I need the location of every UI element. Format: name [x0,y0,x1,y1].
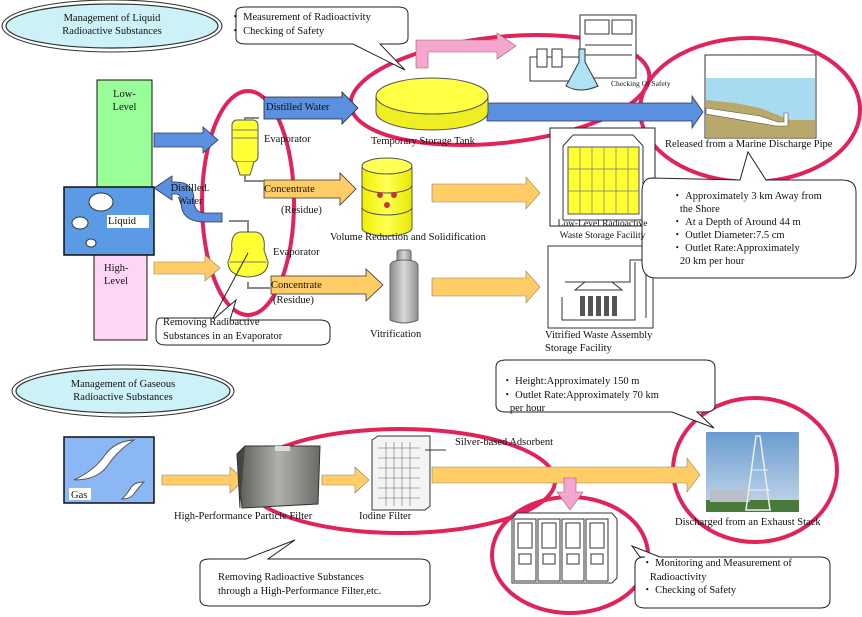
stack-callout-line3: per hour [502,403,546,414]
gas-box [63,436,155,504]
monitor-callout-line2: Radioactivity [642,571,707,583]
gaseous-title-line1: Management of Gaseous [70,379,176,390]
radioactive-drum-icon [361,157,413,237]
tank-callout-line1: ・ Measurement of Radioactivity [230,12,371,23]
concentrate-top-label: Concentrate [264,184,315,195]
evaporator-top-label: Evaporator [264,134,311,145]
marine-callout-line1: ・ Approximately 3 km Away from [672,191,822,202]
silver-adsorbent-label: Silver-based Adsorbent [455,437,554,448]
evaporator-callout: Removing Radioactive Substances in an Ev… [163,316,282,343]
low-level-line2: Level [112,102,137,113]
low-level-label: Low- Level [97,88,152,114]
orange-arrow-filter-to-iodine [321,466,370,494]
gas-label: Gas [71,490,88,501]
vitrified-facility-line1: Vitrified Waste Assembly [545,330,653,341]
liquid-label: Liquid [108,216,136,227]
callout-shapes [155,6,857,609]
marine-callout-line3: ・ At a Depth of Around 44 m [672,217,801,228]
volume-reduction-label: Volume Reduction and Solidification [330,232,486,243]
low-level-facility-line2: Waste Storage Facility [559,231,646,241]
exhaust-stack-label: Discharged from an Exhaust Stack [675,517,821,528]
low-level-facility-line1: Low-Level Radioactive [557,219,648,229]
particle-filter-label: High-Performance Particle Filter [174,511,313,522]
blue-arrow-to-marine-pipe [486,94,704,130]
vitrified-waste-facility-icon [547,245,654,329]
iodine-filter-icon [371,435,446,511]
orange-arrow-gas-to-filter [161,466,245,494]
marine-discharge-picture [704,54,817,139]
orange-arrow-to-vitrified-facility [431,270,541,304]
liquid-title-ellipse [1,0,223,53]
checking-of-safety-lab-icon [529,14,637,91]
vitrified-facility-line2: Storage Facility [545,343,612,354]
filter-callout: Removing Radioactive Substances through … [218,571,381,598]
pink-arrow-to-monitoring [556,477,584,511]
marine-callout-line6: 20 km per hour [672,256,745,267]
distilled-water-return-arrow [153,175,223,223]
evaporator-bottom-icon [227,220,270,289]
exhaust-stack-picture [706,432,799,512]
checking-of-safety-small-label: Checking Of Safety [611,79,671,88]
stack-callout-line1: ・ Height:Approximately 150 m [502,376,640,387]
pink-arrow-to-checking [415,32,517,69]
distilled-water-arrow-label: Distilled Water [266,102,330,113]
orange-arrow-high-to-evaporator [153,254,221,282]
gaseous-section-title: Management of Gaseous Radioactive Substa… [30,378,216,404]
filter-callout-line2: through a High-Performance Filter,etc. [218,585,382,597]
concentrate-arrow-top [263,172,357,206]
high-level-line2: Level [104,276,128,287]
monitor-callout-line3: ・ Checking of Safety [642,585,737,596]
liquid-title-line2: Radioactive Substances [62,26,162,37]
tank-callout-line2: ・ Checking of Safety [230,25,325,37]
distilled-return-line1: Distilled. [170,183,210,194]
marine-callout: ・ Approximately 3 km Away from the Shore… [672,190,822,268]
marine-callout-line5: ・ Outlet Rate:Approximately [672,243,800,254]
concentrate-bottom-label: Concentrate [271,280,322,291]
liquid-title-line1: Management of Liquid [63,13,161,24]
residue-top-label: (Residue) [281,205,322,216]
vitrification-label: Vitrification [370,329,422,340]
vitrification-canister-icon [389,249,419,324]
distilled-water-return-label: Distilled. Water [165,182,215,208]
tank-callout: ・ Measurement of Radioactivity ・ Checkin… [230,11,371,38]
stack-callout-line2: ・ Outlet Rate:Approximately 70 km [502,389,659,401]
low-level-line1: Low- [113,89,136,100]
liquid-section-title: Management of Liquid Radioactive Substan… [20,12,204,38]
temporary-storage-tank-icon [375,77,489,131]
monitoring-panels-icon [511,512,618,584]
temporary-storage-tank-label: Temporary Storage Tank [371,136,475,147]
monitor-callout-line1: ・ Monitoring and Measurement of [642,558,792,569]
low-level-facility-label: Low-Level Radioactive Waste Storage Faci… [540,218,665,242]
low-level-block [96,79,153,199]
evaporator-callout-line2: Substances in an Evaporator [163,330,283,342]
distilled-water-arrow [263,91,359,125]
marine-discharge-label: Released from a Marine Discharge Pipe [665,139,833,150]
particle-filter-icon [236,445,321,509]
stack-callout: ・ Height:Approximately 150 m ・ Outlet Ra… [502,375,659,416]
orange-arrow-to-low-level-facility [431,176,541,210]
iodine-filter-label: Iodine Filter [359,511,412,522]
marine-callout-line4: ・ Outlet Diameter:7.5 cm [672,230,785,241]
blue-arrow-low-to-evaporator [153,126,219,154]
high-level-label: High- Level [104,262,129,288]
residue-bottom-label: (Residue) [273,295,314,306]
monitor-callout: ・ Monitoring and Measurement of Radioact… [642,557,792,598]
evaporator-top-icon [231,117,264,182]
marine-callout-line2: the Shore [672,204,720,215]
low-level-storage-facility-icon [549,127,656,227]
gaseous-title-ellipse [11,364,235,418]
evaporator-bottom-label: Evaporator [273,247,320,258]
orange-arrow-to-exhaust-stack [431,457,701,493]
concentrate-arrow-bottom [270,268,384,302]
filter-callout-line1: Removing Radioactive Substances [218,572,364,583]
evaporator-callout-line1: Removing Radioactive [163,317,260,328]
vitrified-facility-label: Vitrified Waste Assembly Storage Facilit… [545,329,652,355]
high-level-line1: High- [104,263,129,274]
distilled-return-line2: Water [177,196,203,207]
gaseous-title-line2: Radioactive Substances [73,392,173,403]
